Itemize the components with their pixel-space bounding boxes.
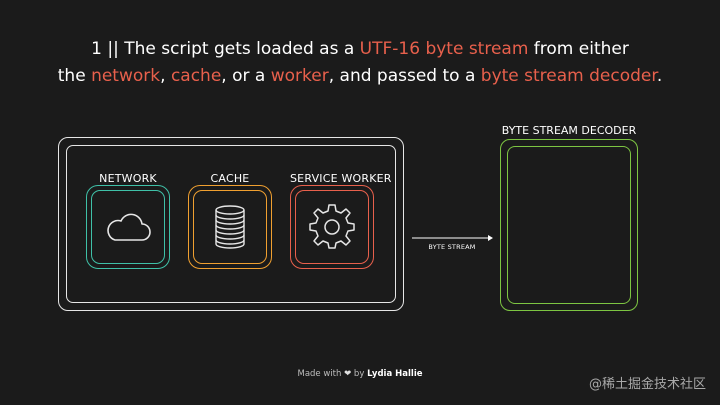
decoder-box-inner	[507, 146, 631, 304]
title-text: , or a	[221, 66, 271, 86]
service-worker-box-inner	[295, 190, 369, 264]
sources-container-outer	[58, 137, 404, 311]
cloud-icon	[107, 213, 151, 241]
cache-box-inner	[193, 190, 267, 264]
slide-title: 1 || The script gets loaded as a UTF-16 …	[0, 36, 720, 90]
title-text: 1 || The script gets loaded as a	[91, 39, 360, 59]
title-text: .	[656, 66, 663, 86]
footer-author: Lydia Hallie	[367, 369, 423, 379]
cache-box	[188, 185, 272, 269]
title-text: the	[57, 66, 92, 86]
footer-by: by	[353, 369, 365, 379]
gear-icon	[309, 204, 355, 249]
sources-container-inner	[66, 145, 396, 303]
title-highlight: byte stream decoder	[480, 66, 657, 86]
title-line-2: the network, cache, or a worker, and pas…	[0, 63, 720, 90]
title-text: from either	[528, 39, 629, 59]
network-label: NETWORK	[99, 172, 157, 185]
footer-credit: Made with ❤ by Lydia Hallie	[0, 369, 720, 379]
footer-prefix: Made with	[297, 369, 342, 379]
service-worker-box	[290, 185, 374, 269]
service-worker-label: SERVICE WORKER	[290, 172, 392, 185]
title-line-1: 1 || The script gets loaded as a UTF-16 …	[0, 36, 720, 63]
network-box-inner	[91, 190, 165, 264]
byte-stream-arrow	[412, 235, 493, 241]
database-icon	[215, 205, 245, 249]
title-highlight: worker	[270, 66, 329, 86]
decoder-label: BYTE STREAM DECODER	[501, 124, 637, 137]
title-text: , and passed to a	[328, 66, 481, 86]
byte-stream-label: BYTE STREAM	[428, 243, 476, 251]
title-highlight: network	[91, 66, 161, 86]
decoder-box	[500, 139, 638, 311]
network-box	[86, 185, 170, 269]
title-highlight: cache	[170, 66, 222, 86]
title-text: ,	[160, 66, 171, 86]
cache-label: CACHE	[210, 172, 250, 185]
watermark: @稀土掘金技术社区	[588, 377, 706, 392]
title-highlight: UTF-16 byte stream	[359, 39, 529, 59]
heart-icon: ❤	[344, 369, 352, 379]
